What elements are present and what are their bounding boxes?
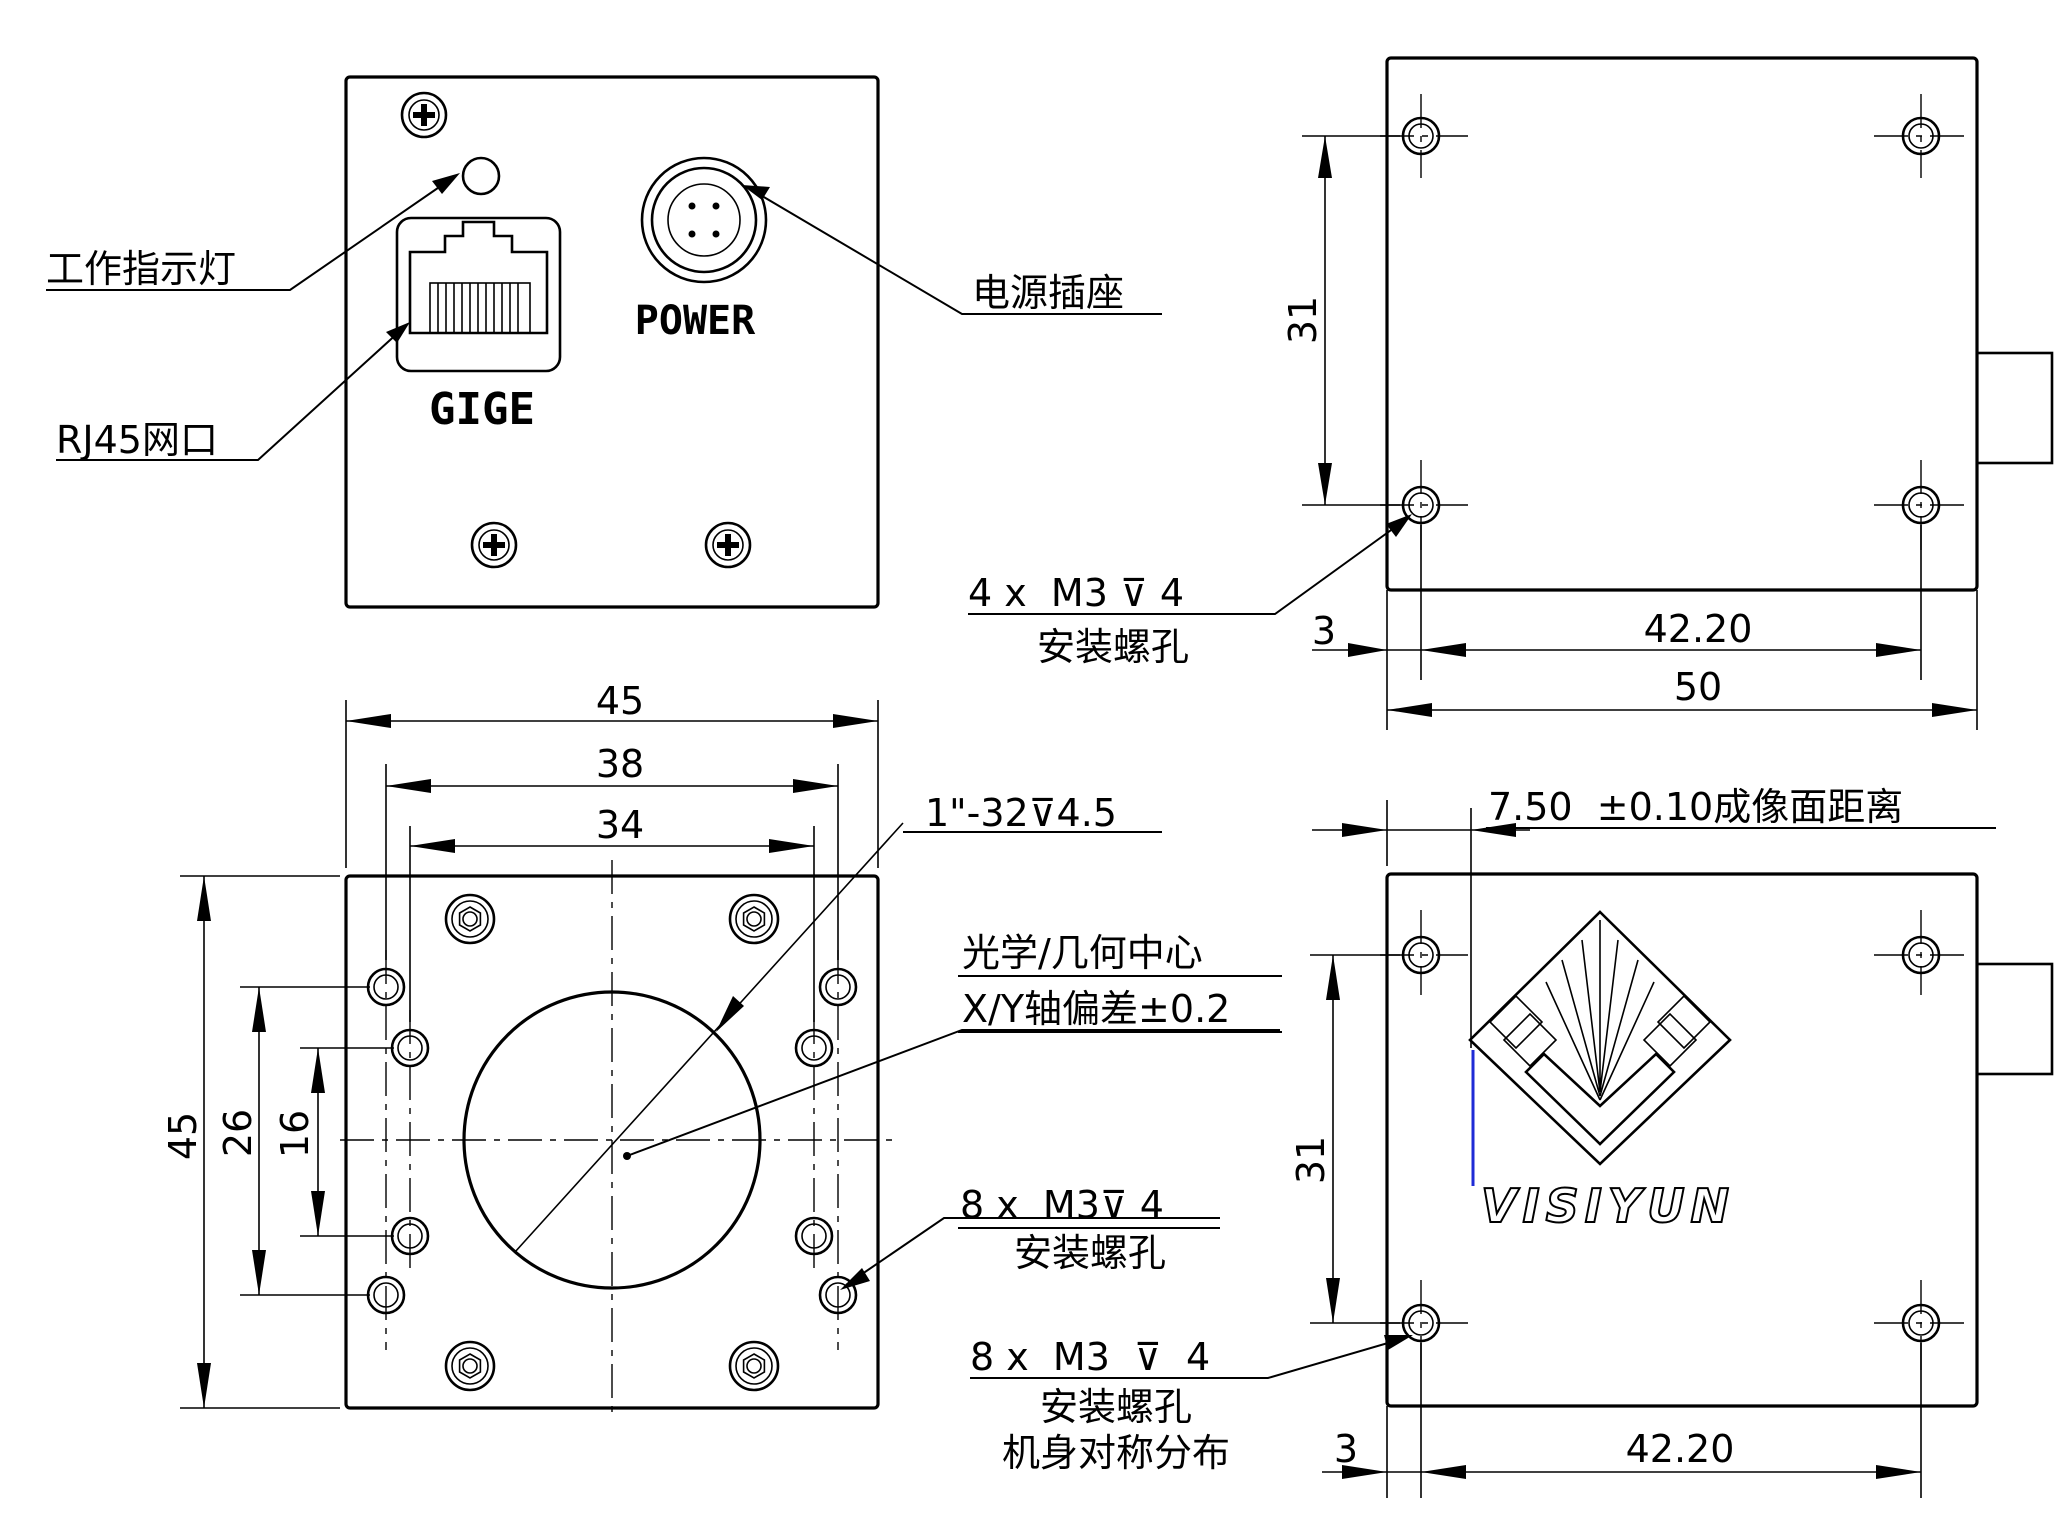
screw-icon [400,91,448,139]
dim-42-top-text: 42.20 [1644,607,1753,651]
dim-42-bottom-text: 42.20 [1626,1427,1735,1471]
mount-holes-note-side-bottom: 机身对称分布 [1002,1431,1230,1475]
hex-screw-icon [728,1340,780,1392]
dim-42-bottom: 3 42.20 [1322,1343,1922,1498]
hex-screw-icon [728,893,780,945]
rj45-port-callout: RJ45网口 [56,322,410,462]
front-view-body [344,75,880,609]
power-connector-icon [640,156,768,284]
dim-31-bottom: 31 [1289,954,1400,1324]
lens-thread-callout: 1"-32⊽4.5 [716,791,1162,1032]
mount-holes-spec-side-bottom: 8 x M3 ⊽ 4 [970,1335,1210,1379]
dim-38-text: 38 [596,742,644,786]
dim-31-bottom-text: 31 [1289,1136,1333,1184]
dim-45-vertical: 45 [161,875,340,1409]
dim-image-plane: 7.50 ±0.10成像面距离 [1312,785,1996,866]
mount-holes-desc-side-bottom: 安装螺孔 [1040,1385,1192,1429]
dim-42-top: 3 42.20 [1312,525,1978,730]
power-socket-callout-text: 电源插座 [972,271,1124,315]
status-led-callout: 工作指示灯 [46,173,460,291]
dim-31-top: 31 [1281,135,1400,506]
dim-3-top-text: 3 [1312,609,1336,653]
connector-stub [1975,962,2054,1076]
side-view-top-body [1385,56,1979,592]
dim-38: 38 [385,742,839,960]
dim-3-bottom-text: 3 [1334,1427,1358,1471]
dim-26: 26 [216,986,370,1296]
brand-logotype: VISIYUN [1481,1179,1735,1233]
dim-50-top-text: 50 [1674,665,1722,709]
dim-16-text: 16 [273,1110,317,1158]
side-view-bottom: VISIYUN 7.50 ±0.10成像面距离 31 [970,785,2054,1498]
mount-holes-callout-bottom: 8 x M3⊽ 4 安装螺孔 [840,1183,1220,1290]
status-led-callout-text: 工作指示灯 [46,247,236,291]
dim-34-text: 34 [596,803,644,847]
mount-holes-callout-side-bottom: 8 x M3 ⊽ 4 安装螺孔 机身对称分布 [970,1335,1413,1475]
bottom-view: 45 38 34 45 [161,679,1280,1420]
optical-center-line1: 光学/几何中心 [962,931,1203,975]
gige-label: GIGE [429,384,535,435]
dim-45-vertical-text: 45 [161,1112,205,1160]
hex-screw-icon [444,1340,496,1392]
dim-50-top: 50 [1387,665,1977,717]
connector-stub [1975,351,2054,465]
rj45-port-icon [395,216,562,373]
mount-holes-spec-top: 4 x M3 ⊽ 4 [968,571,1184,615]
side-view-bottom-body [1385,872,1979,1408]
dim-26-text: 26 [216,1109,260,1157]
mount-hole-icon [390,1028,430,1068]
optical-center-line2: X/Y轴偏差±0.2 [962,987,1230,1031]
mount-holes-desc-bottom: 安装螺孔 [1014,1231,1166,1275]
dim-34: 34 [409,803,815,1022]
dim-45-horizontal: 45 [345,679,879,868]
hex-screw-icon [444,893,496,945]
visiyun-logo-icon [1468,910,1732,1166]
mount-hole-icon [794,1028,834,1068]
mount-hole-icon [366,967,406,1007]
dim-45-horizontal-text: 45 [596,679,644,723]
status-led-icon [461,156,501,196]
callout-underlines [958,975,1282,1229]
image-plane-distance-text: 7.50 ±0.10成像面距离 [1488,785,1903,829]
mount-holes-callout-top: 4 x M3 ⊽ 4 安装螺孔 [968,514,1412,669]
mount-holes-spec-bottom: 8 x M3⊽ 4 [960,1183,1164,1227]
mount-holes-desc-top: 安装螺孔 [1037,625,1189,669]
side-view-top: 31 3 42.20 50 4 x M3 ⊽ 4 安装螺孔 [968,56,2054,730]
mount-hole-icon [818,967,858,1007]
dim-16: 16 [273,1047,394,1237]
lens-mount-circle [462,990,762,1290]
front-view: GIGE POWER 工作指示灯 RJ45网口 电源插座 [46,75,1162,609]
power-label: POWER [635,298,756,344]
optical-center-callout: 光学/几何中心 X/Y轴偏差±0.2 [626,931,1280,1157]
screw-icon [704,521,752,569]
screw-icon [470,521,518,569]
lens-thread-callout-text: 1"-32⊽4.5 [925,791,1117,835]
rj45-port-callout-text: RJ45网口 [56,418,218,462]
dim-31-top-text: 31 [1281,296,1325,344]
power-socket-callout: 电源插座 [742,185,1162,315]
